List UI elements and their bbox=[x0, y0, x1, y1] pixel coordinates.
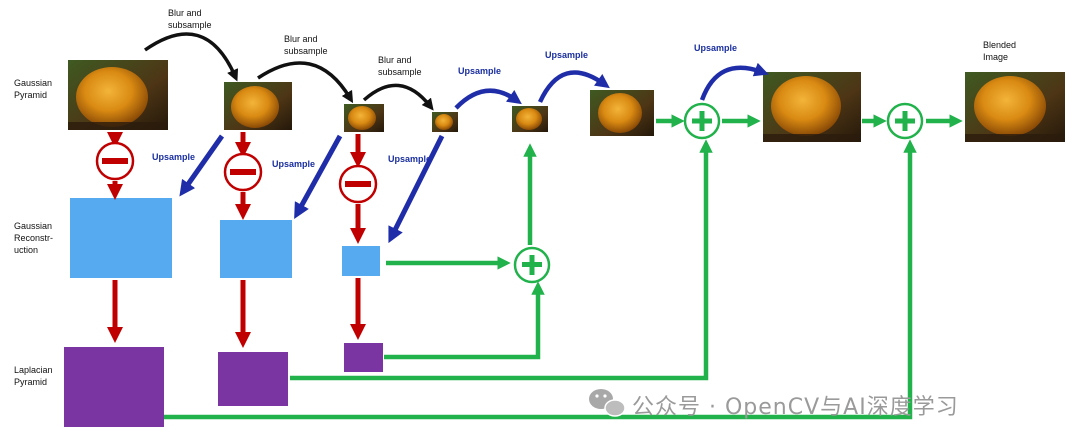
label-gaussian-reconstruction: Gaussian Reconstr- uction bbox=[14, 221, 56, 255]
upsample-arrow-3 bbox=[388, 134, 445, 244]
plus-operator-1 bbox=[513, 246, 551, 284]
gaussian-level-2-image bbox=[344, 104, 384, 132]
sum-arrow-lap1-to-plus2 bbox=[290, 139, 713, 381]
reconstruction-box-2 bbox=[342, 246, 380, 276]
label-upsample-1: Upsample bbox=[152, 152, 195, 162]
label-upsample-2: Upsample bbox=[272, 159, 315, 169]
sum-arrow-lap2-to-plus1 bbox=[384, 281, 545, 360]
minus-operator-0 bbox=[95, 141, 135, 181]
blur-arrow-2 bbox=[257, 61, 354, 104]
reconstruction-box-0 bbox=[70, 198, 172, 278]
upsample-arrow-4 bbox=[454, 88, 522, 110]
gaussian-level-1-image bbox=[224, 82, 292, 130]
upsampled-image-3 bbox=[763, 72, 861, 142]
wechat-icon bbox=[589, 389, 626, 417]
laplacian-box-0 bbox=[64, 347, 164, 427]
blur-arrow-3 bbox=[362, 83, 434, 111]
upsampled-image-2 bbox=[590, 90, 654, 136]
label-upsample-5: Upsample bbox=[545, 50, 588, 60]
gaussian-level-3-image bbox=[432, 112, 458, 132]
label-laplacian-pyramid: Laplacian Pyramid bbox=[14, 365, 55, 387]
label-gaussian-pyramid: Gaussian Pyramid bbox=[14, 78, 55, 100]
minus-operator-2 bbox=[338, 164, 378, 204]
label-blended-image: Blended Image bbox=[983, 40, 1019, 62]
plus-operator-2 bbox=[683, 102, 721, 140]
upsample-arrow-6 bbox=[699, 62, 769, 101]
label-blur-subsample-2: Blur and subsample bbox=[284, 34, 328, 56]
label-blur-subsample-3: Blur and subsample bbox=[378, 55, 422, 77]
label-blur-subsample-1: Blur and subsample bbox=[168, 8, 212, 30]
blur-arrow-1 bbox=[143, 32, 239, 82]
minus-operator-1 bbox=[223, 152, 263, 192]
label-upsample-3: Upsample bbox=[388, 154, 431, 164]
label-upsample-6: Upsample bbox=[694, 43, 737, 53]
label-upsample-4: Upsample bbox=[458, 66, 501, 76]
sum-arrow-lap0-to-plus3 bbox=[164, 139, 917, 420]
upsample-arrow-2 bbox=[294, 134, 343, 220]
upsample-arrow-1 bbox=[179, 134, 225, 197]
laplacian-box-2 bbox=[344, 343, 383, 372]
upsample-arrow-5 bbox=[537, 70, 610, 103]
reconstruction-box-1 bbox=[220, 220, 292, 278]
watermark-text: 公众号 · OpenCV与AI深度学习 bbox=[632, 395, 959, 420]
watermark: 公众号 · OpenCV与AI深度学习 bbox=[589, 389, 959, 420]
upsampled-image-1 bbox=[512, 106, 548, 132]
laplacian-box-1 bbox=[218, 352, 288, 406]
gaussian-level-0-image bbox=[68, 60, 168, 130]
plus-operator-3 bbox=[886, 102, 924, 140]
blended-image bbox=[965, 72, 1065, 142]
